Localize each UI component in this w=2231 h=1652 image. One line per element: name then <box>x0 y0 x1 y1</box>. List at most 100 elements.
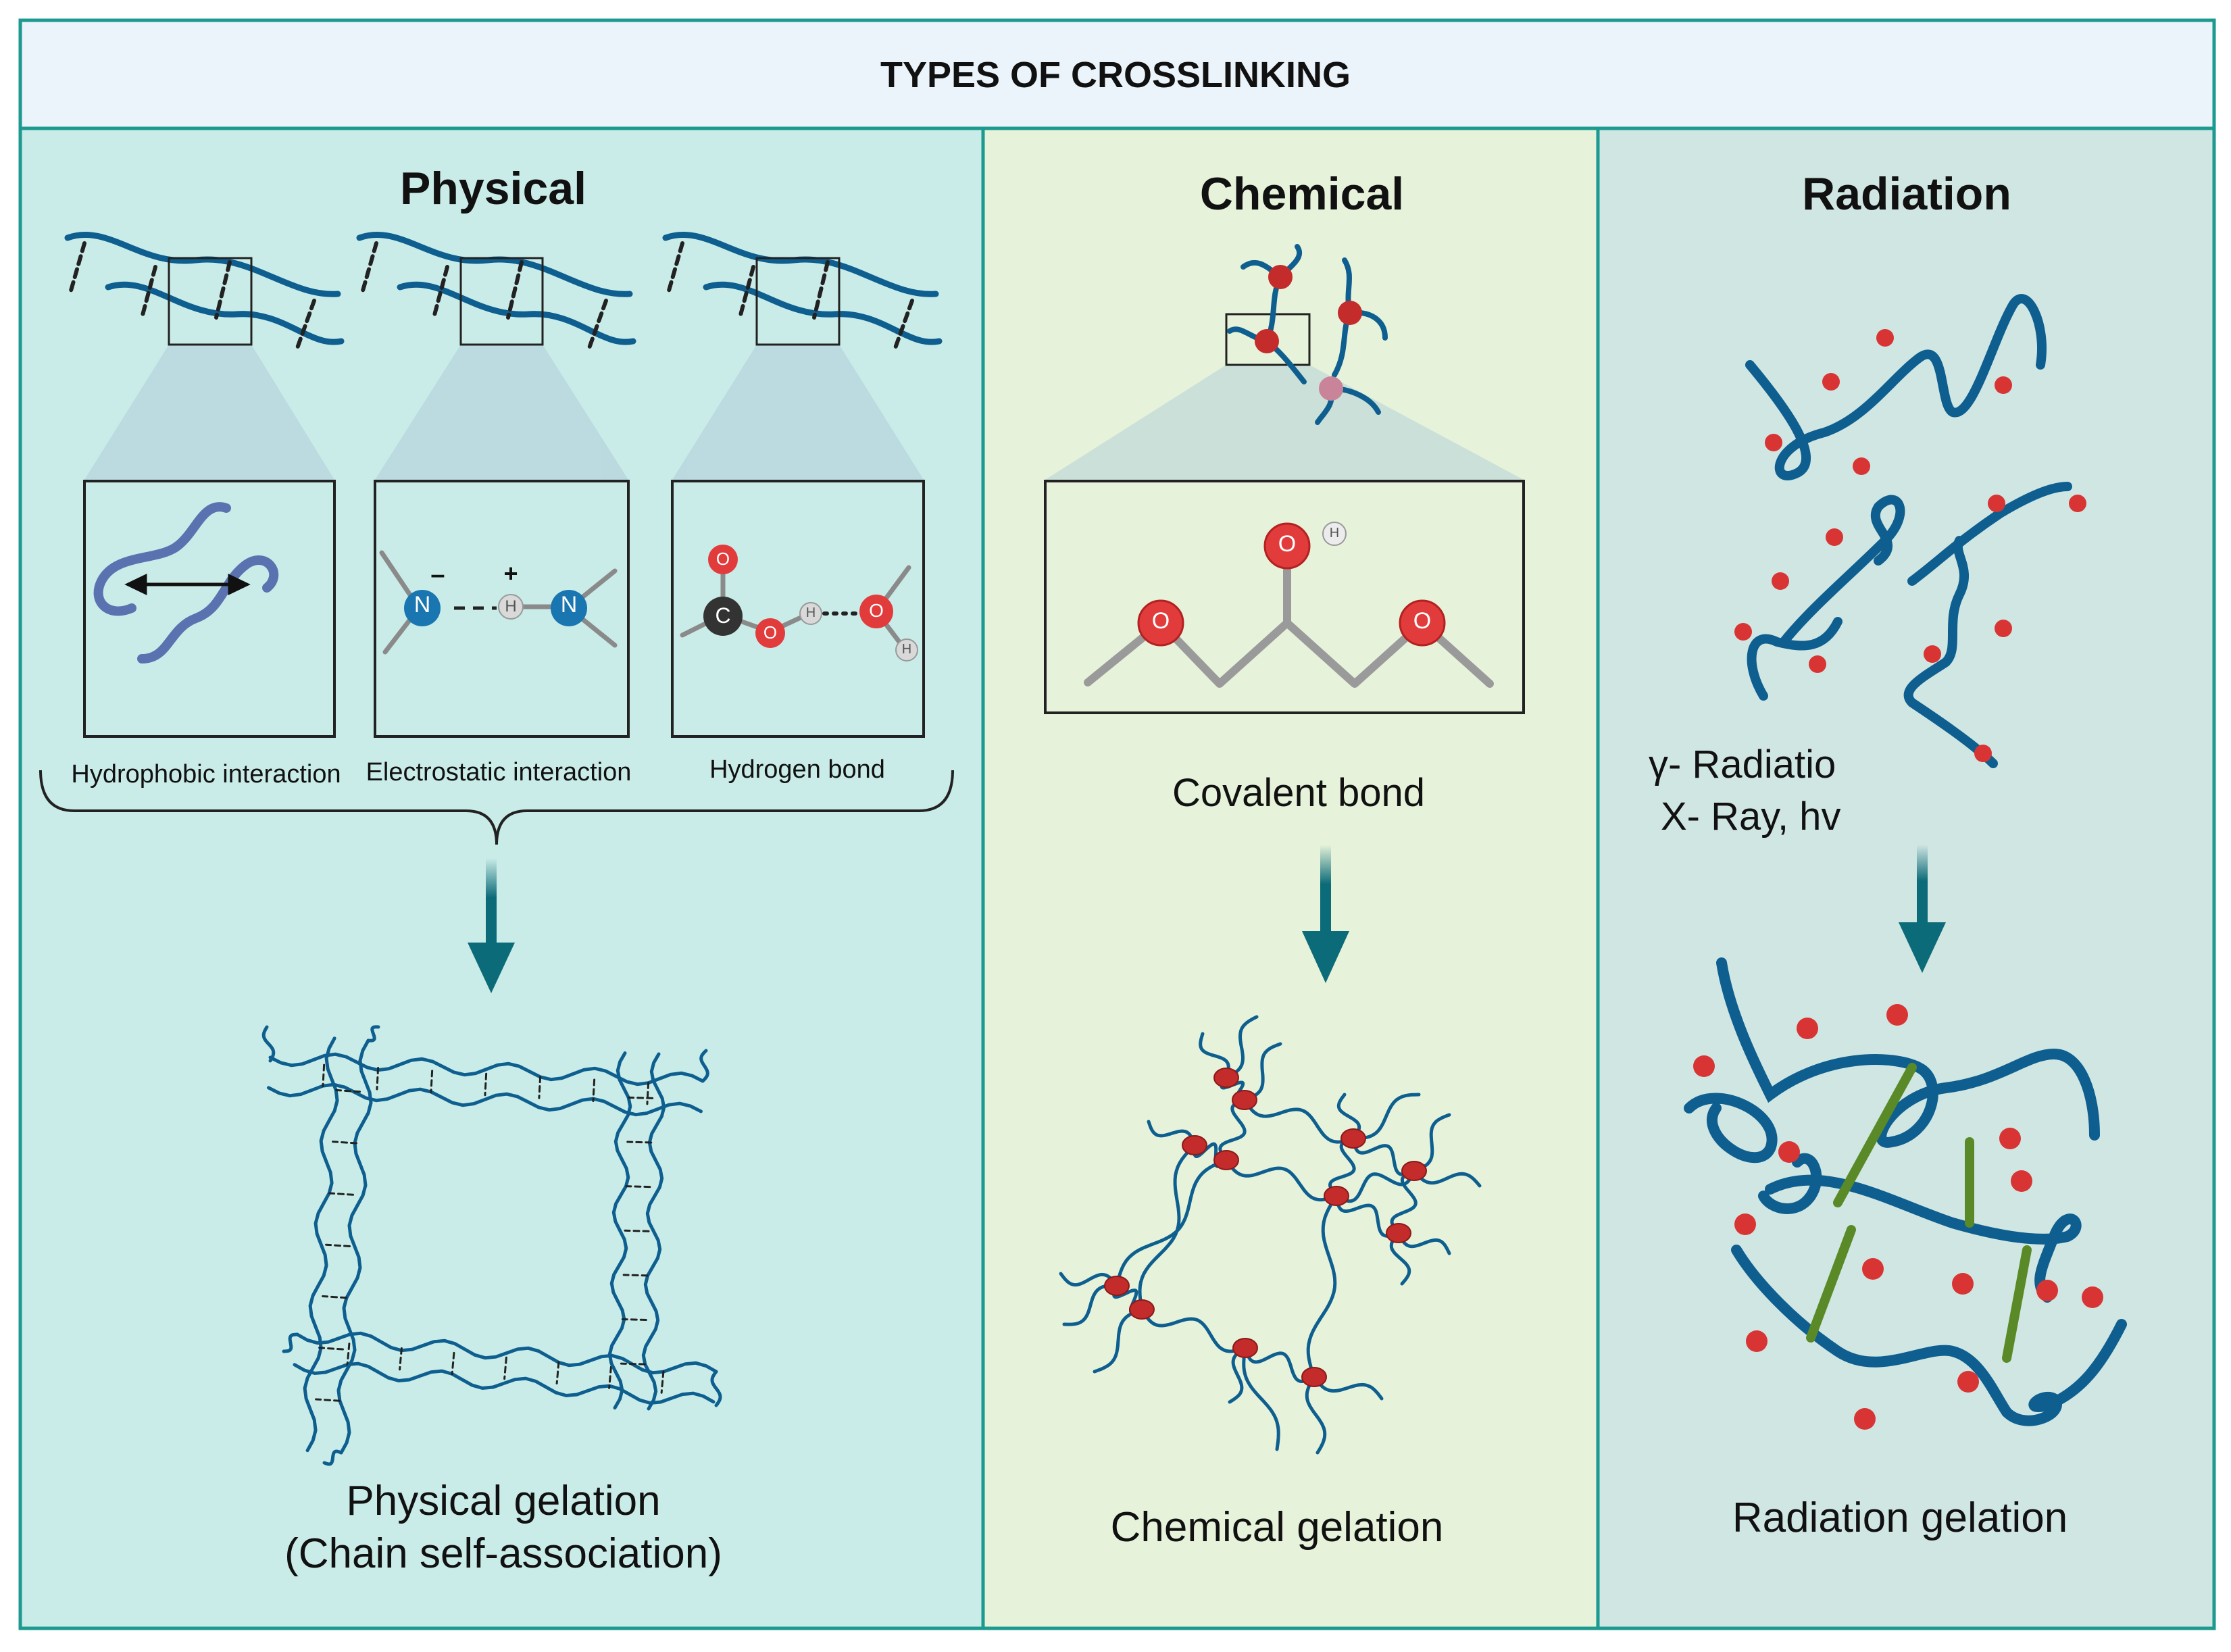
reactive-site <box>1876 329 1894 347</box>
chain-pair <box>356 232 636 350</box>
polymer-chain-end <box>1199 1032 1230 1080</box>
negative-charge: – <box>430 561 445 589</box>
polymer-chain-end <box>1351 1093 1421 1141</box>
polymer-chain-end <box>1305 1375 1327 1455</box>
physical-crosslink <box>738 265 755 320</box>
nitrogen-atom <box>404 590 441 626</box>
nitrogen-atom <box>551 590 587 626</box>
polymer-chain <box>607 1051 632 1410</box>
hydrogen-atom <box>895 639 918 661</box>
physical-crosslink <box>622 1274 649 1277</box>
polymer-chain <box>662 232 939 297</box>
crosslink-node <box>1338 301 1362 325</box>
polymer-chain-end <box>1224 1015 1259 1080</box>
physical-result-line2: (Chain self-association) <box>284 1530 722 1577</box>
oxygen-symbol: O <box>1278 531 1297 557</box>
polymer-chain-end <box>1412 1113 1451 1173</box>
physical-crosslink <box>506 260 524 320</box>
polymer-chain <box>703 281 943 345</box>
physical-crosslink <box>399 1347 403 1371</box>
reactive-site <box>1822 373 1840 391</box>
polymer-chain <box>356 232 633 297</box>
polymer-chain <box>1731 1245 2127 1426</box>
polymer-chain <box>1306 1194 1338 1379</box>
hydrogen-symbol: H <box>901 642 912 657</box>
crosslink-node <box>1268 265 1293 289</box>
physical-crosslink <box>318 1347 345 1351</box>
chemical-heading: Chemical <box>1199 168 1405 220</box>
polymer-chain <box>1334 1194 1401 1238</box>
polymer-chain-end <box>1228 1346 1247 1404</box>
physical-crosslink <box>328 1192 355 1196</box>
reactive-site <box>1772 572 1789 590</box>
polymer-chain <box>1684 1093 1778 1163</box>
polymer-chain-end <box>1147 1120 1197 1147</box>
polymer-chain-end <box>1062 1284 1119 1326</box>
process-arrows <box>468 845 1946 993</box>
physical-crosslink <box>432 265 449 320</box>
polymer-chain-end <box>1243 1042 1282 1102</box>
oxygen-symbol: O <box>1413 608 1432 634</box>
radiation-crosslink <box>1806 1225 1856 1343</box>
physical-crosslink <box>893 299 914 350</box>
reactive-site <box>1886 1004 1908 1026</box>
crosslink-node <box>1232 1338 1258 1358</box>
chain-pair <box>64 232 345 350</box>
reactive-site <box>1854 1408 1876 1430</box>
radiation-source-line2: X- Ray, hv <box>1661 795 1841 838</box>
physical-crosslink <box>322 1295 348 1299</box>
physical-crosslink <box>214 260 232 320</box>
nitrogen-symbol: N <box>560 592 578 618</box>
physical-crosslink <box>667 241 684 293</box>
nitrogen-symbol: N <box>413 592 431 618</box>
zoom-source-boxes <box>168 257 1311 366</box>
crosslink-node <box>1129 1299 1155 1320</box>
polymer-chain <box>1140 1307 1247 1353</box>
hydrophobic-label: Hydrophobic interaction <box>71 760 341 789</box>
polymer-chain <box>641 1052 666 1411</box>
oxygen-atom <box>1137 599 1184 647</box>
crosslink-node <box>1232 1090 1257 1110</box>
reactive-site <box>1995 620 2012 637</box>
reactive-site <box>1974 745 1992 762</box>
reactive-site <box>1853 457 1870 475</box>
polymer-chain-end <box>322 1449 343 1466</box>
polymer-chain <box>1218 1098 1247 1162</box>
radiation-panel <box>1598 128 2214 1628</box>
physical-crosslink <box>625 1185 651 1188</box>
reactive-site <box>2036 1280 2058 1301</box>
physical-crosslink <box>646 1081 650 1105</box>
oxygen-atom <box>708 545 738 574</box>
physical-crosslink <box>538 1076 542 1099</box>
polymer-chain <box>1716 957 2100 1148</box>
reactive-site <box>1826 528 1843 546</box>
hydrogen-symbol: H <box>1329 526 1340 541</box>
reactive-site <box>1862 1258 1884 1280</box>
physical-crosslink <box>140 265 157 320</box>
polymer-chain <box>293 1361 716 1405</box>
oxygen-symbol: O <box>763 622 778 643</box>
physical-crosslink <box>626 1141 653 1144</box>
polymer-chain-end <box>1412 1169 1482 1188</box>
reactive-site <box>1734 1213 1756 1235</box>
polymer-chain <box>1745 294 2047 480</box>
polymer-chain <box>1779 495 1905 647</box>
grouping-brace <box>39 770 954 845</box>
polymer-chain <box>1758 1153 1822 1214</box>
chemical-panel <box>983 128 1598 1628</box>
crosslink-node <box>1319 376 1343 401</box>
reactive-site <box>1734 623 1752 641</box>
polymer-chain <box>1243 1346 1316 1384</box>
zoom-projections <box>84 345 1524 480</box>
polymer-chain <box>303 1036 339 1453</box>
hydrogen-symbol: H <box>805 605 816 620</box>
physical-crosslink <box>346 1343 351 1366</box>
physical-crosslink <box>430 1070 434 1093</box>
chemical-result: Chemical gelation <box>1110 1504 1444 1551</box>
header-band <box>20 20 2214 128</box>
covalent-bond-label: Covalent bond <box>1172 771 1426 815</box>
polymer-chain <box>336 1038 373 1455</box>
reactive-site <box>1693 1055 1715 1077</box>
polymer-chain-end <box>1059 1272 1119 1288</box>
radiation-crosslink <box>2002 1245 2032 1363</box>
